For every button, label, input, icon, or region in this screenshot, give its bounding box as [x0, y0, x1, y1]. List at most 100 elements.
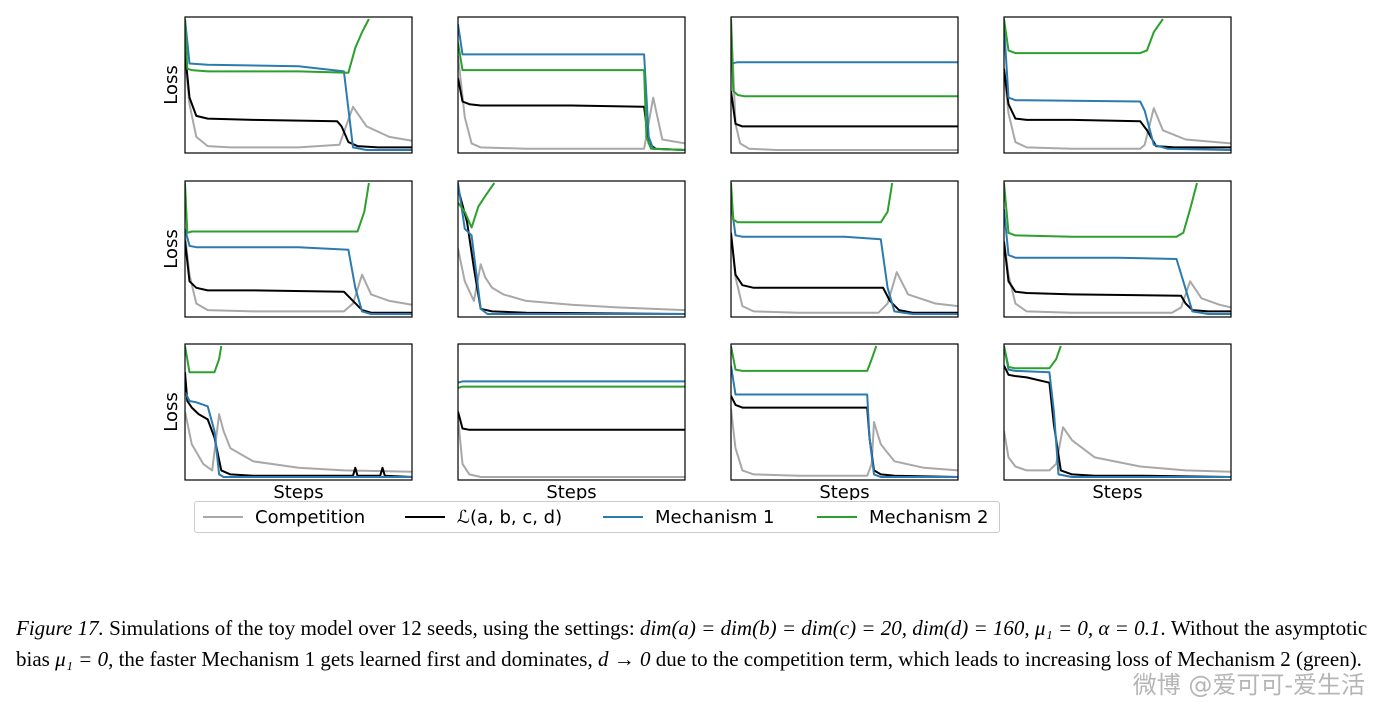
series-line-mechanism-1: [458, 24, 685, 151]
series-line-competition: [731, 408, 958, 477]
series-line-mechanism-2: [458, 182, 496, 229]
panel-2: [457, 16, 686, 154]
panel-8: [1003, 180, 1232, 318]
x-axis-label: Steps: [819, 482, 869, 500]
panel-frame: [184, 343, 413, 481]
series-line-mechanism-1: [458, 182, 685, 315]
legend: Competition ℒ(a, b, c, d) Mechanism 1 Me…: [194, 501, 1000, 533]
panel-frame: [184, 180, 413, 318]
panel-6: [457, 180, 686, 318]
series-line-mechanism-1: [731, 365, 958, 478]
series-line-total-loss: [731, 232, 958, 314]
series-line-competition: [458, 55, 685, 150]
series-line-mechanism-1: [185, 391, 412, 478]
legend-item-competition: Competition: [203, 502, 365, 532]
series-line-mechanism-2: [185, 182, 370, 234]
series-line-total-loss: [458, 411, 685, 431]
legend-swatch-mechanism-1: [603, 516, 643, 518]
series-line-mechanism-1: [185, 228, 412, 315]
panel-frame: [730, 343, 959, 481]
series-line-mechanism-1: [458, 380, 685, 384]
legend-label: Competition: [255, 506, 366, 528]
series-line-total-loss: [731, 90, 958, 128]
panel-1: Loss: [161, 16, 413, 154]
watermark: 微博 @爱可可-爱生活: [1132, 671, 1365, 699]
panel-frame: [457, 180, 686, 318]
panel-frame: [730, 16, 959, 154]
series-line-total-loss: [731, 395, 958, 478]
series-line-total-loss: [185, 240, 412, 314]
series-line-competition: [731, 18, 958, 151]
series-line-competition: [185, 235, 412, 313]
panel-frame: [184, 16, 413, 154]
panel-frame: [457, 16, 686, 154]
series-line-total-loss: [185, 51, 412, 149]
series-line-competition: [731, 235, 958, 314]
figure-caption: Figure 17. Simulations of the toy model …: [16, 613, 1368, 674]
series-line-total-loss: [458, 187, 685, 315]
series-line-mechanism-2: [185, 345, 223, 374]
caption-text: , the faster Mechanism 1 gets learned fi…: [108, 646, 598, 671]
x-axis-label: Steps: [546, 482, 596, 500]
caption-text: Simulations of the toy model over 12 see…: [103, 616, 640, 640]
series-line-competition: [1004, 71, 1231, 150]
panel-frame: [457, 343, 686, 481]
series-line-competition: [458, 418, 685, 478]
series-line-mechanism-2: [731, 182, 894, 224]
series-line-total-loss: [1004, 68, 1231, 149]
series-line-total-loss: [1004, 241, 1231, 313]
legend-swatch-total-loss: [405, 516, 445, 518]
series-line-mechanism-2: [1004, 18, 1164, 55]
y-axis-label: Loss: [161, 229, 182, 268]
legend-item-total-loss: ℒ(a, b, c, d): [405, 502, 562, 532]
panel-11: Steps: [730, 343, 959, 500]
caption-text: due to the competition term, which leads…: [650, 646, 1362, 671]
caption-text: . Without the asymptotic bias: [16, 616, 1368, 671]
caption-label: Figure 17.: [16, 616, 104, 640]
legend-item-mechanism-1: Mechanism 1: [603, 502, 774, 532]
series-line-competition: [185, 58, 412, 149]
panel-4: [1003, 16, 1232, 154]
series-line-total-loss: [185, 372, 412, 478]
legend-swatch-competition: [203, 516, 243, 518]
series-line-mechanism-1: [1004, 345, 1231, 478]
panel-frame: [1003, 16, 1232, 154]
panel-frame: [1003, 343, 1232, 481]
caption-math: μ₁ = 0: [55, 646, 109, 671]
panel-12: Steps: [1003, 343, 1232, 500]
x-axis-label: Steps: [1092, 482, 1142, 500]
series-line-competition: [1004, 426, 1231, 473]
series-line-mechanism-1: [1004, 209, 1231, 315]
series-line-competition: [185, 411, 412, 473]
y-axis-label: Loss: [161, 392, 182, 431]
panel-7: [730, 180, 959, 318]
series-line-competition: [458, 248, 685, 312]
series-line-mechanism-1: [731, 61, 958, 65]
series-line-mechanism-1: [1004, 25, 1231, 151]
series-line-mechanism-1: [185, 18, 412, 151]
series-line-mechanism-2: [731, 345, 878, 372]
series-line-mechanism-2: [458, 385, 685, 389]
series-line-competition: [1004, 240, 1231, 314]
y-axis-label: Loss: [161, 65, 182, 104]
series-line-mechanism-1: [731, 202, 958, 315]
legend-label: Mechanism 1: [655, 506, 775, 528]
series-line-mechanism-2: [731, 18, 958, 98]
legend-swatch-mechanism-2: [817, 516, 857, 518]
series-line-mechanism-2: [1004, 345, 1062, 370]
legend-item-mechanism-2: Mechanism 2: [817, 502, 988, 532]
caption-math: d → 0: [597, 646, 651, 671]
x-axis-label: Steps: [273, 482, 323, 500]
panel-3: [730, 16, 959, 154]
panel-10: Steps: [457, 343, 686, 500]
panel-frame: [1003, 180, 1232, 318]
panel-5: Loss: [161, 180, 413, 318]
series-line-total-loss: [1004, 365, 1231, 478]
legend-label: Mechanism 2: [869, 506, 989, 528]
series-line-mechanism-2: [1004, 182, 1198, 238]
legend-label: ℒ(a, b, c, d): [457, 506, 563, 528]
series-line-mechanism-2: [458, 42, 685, 151]
panel-frame: [730, 180, 959, 318]
